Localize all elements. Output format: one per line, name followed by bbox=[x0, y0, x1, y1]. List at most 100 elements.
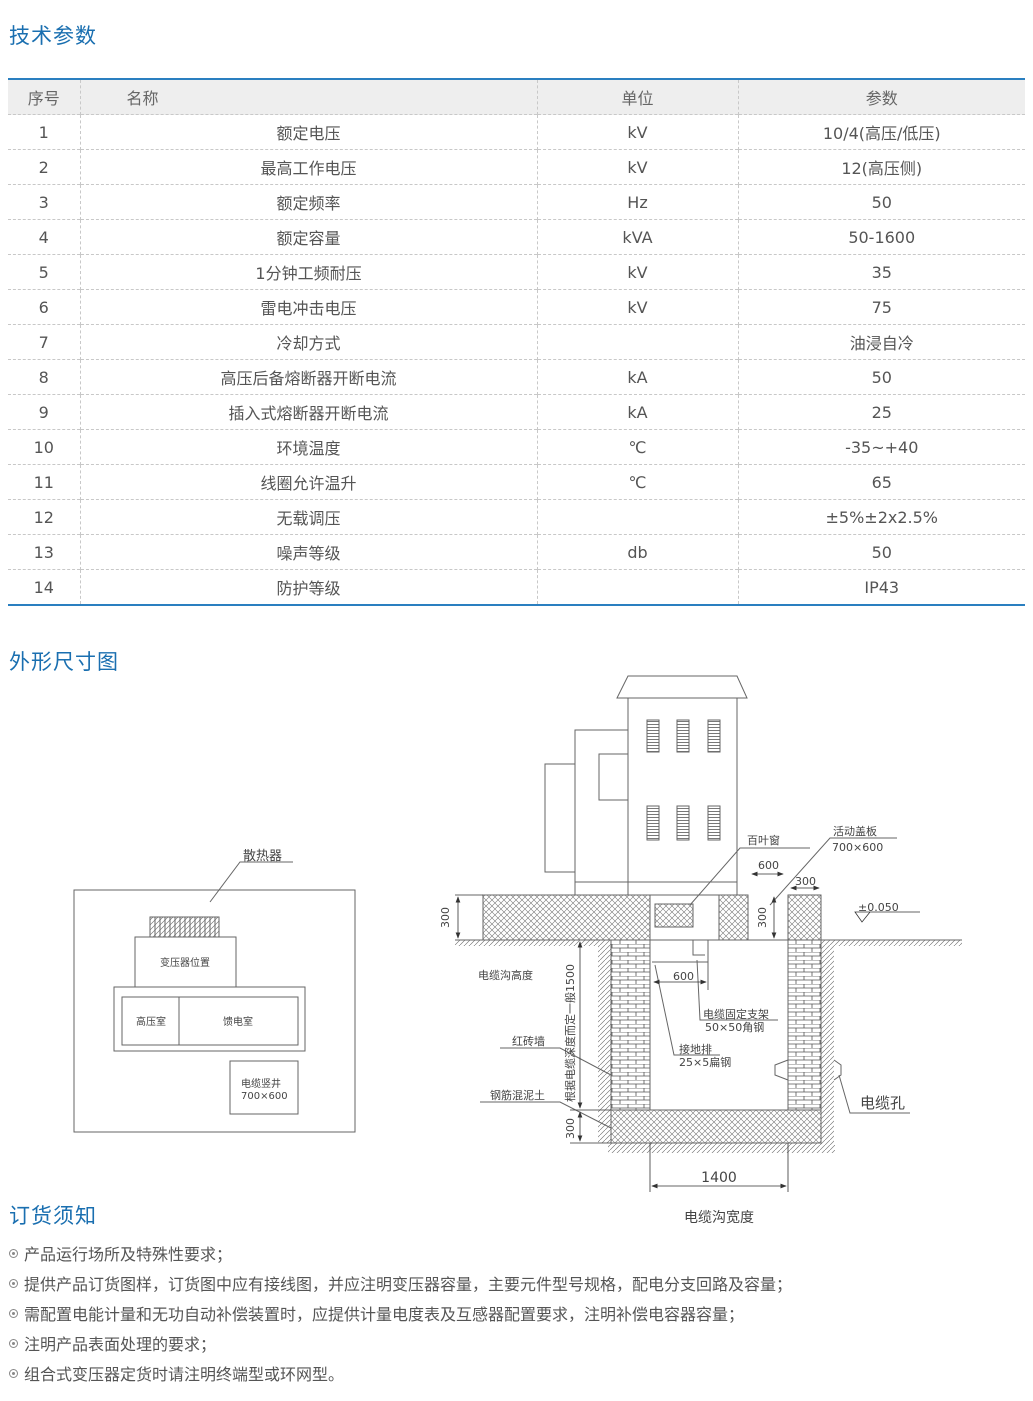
row-unit bbox=[536, 324, 738, 360]
label-bracket-spec: 50×50角钢 bbox=[705, 1021, 764, 1034]
label-trench-width: 电缆沟宽度 bbox=[684, 1209, 754, 1226]
row-name: 噪声等级 bbox=[79, 534, 537, 570]
label-hv-room: 高压室 bbox=[136, 1015, 166, 1028]
row-name: 额定电压 bbox=[79, 114, 537, 150]
label-trench-height: 电缆沟高度 bbox=[478, 968, 533, 982]
label-ground-bar-spec: 25×5扁钢 bbox=[679, 1056, 731, 1069]
row-unit: kVA bbox=[536, 219, 738, 255]
label-cable-well-size: 700×600 bbox=[241, 1091, 288, 1102]
order-note-text: 注明产品表面处理的要求； bbox=[24, 1335, 217, 1354]
dimension-drawing: 散热器 变压器位置 高压室 馈电室 电缆竖井 700×600 百叶窗 活动盖板 … bbox=[73, 675, 962, 1226]
row-name: 额定频率 bbox=[79, 184, 537, 220]
label-radiator: 散热器 bbox=[243, 849, 282, 864]
order-note: 提供产品订货图样，订货图中应有接线图，并应注明变压器容量，主要元件型号规格，配电… bbox=[9, 1270, 792, 1300]
row-index: 11 bbox=[8, 464, 80, 500]
plan-view bbox=[73, 861, 356, 1133]
section-title-dims: 外形尺寸图 bbox=[9, 650, 119, 674]
row-index: 9 bbox=[8, 394, 80, 430]
bullet-icon bbox=[9, 1309, 18, 1318]
row-index: 5 bbox=[8, 254, 80, 290]
row-index: 4 bbox=[8, 219, 80, 255]
order-note: 需配置电能计量和无功自动补偿装置时，应提供计量电度表及互感器配置要求，注明补偿电… bbox=[9, 1300, 792, 1330]
row-value: -35~+40 bbox=[737, 429, 1025, 465]
row-name: 高压后备熔断器开断电流 bbox=[79, 359, 537, 395]
label-level: ±0.050 bbox=[858, 901, 899, 914]
row-unit: kV bbox=[536, 289, 738, 325]
section-title-order: 订货须知 bbox=[9, 1204, 97, 1228]
row-unit: kA bbox=[536, 359, 738, 395]
order-note: 产品运行场所及特殊性要求； bbox=[9, 1240, 792, 1270]
dim-600-top: 600 bbox=[758, 859, 779, 872]
row-index: 14 bbox=[8, 569, 80, 605]
row-name: 冷却方式 bbox=[79, 324, 537, 360]
row-name: 额定容量 bbox=[79, 219, 537, 255]
row-unit: ℃ bbox=[536, 464, 738, 500]
row-value: ±5%±2x2.5% bbox=[737, 499, 1025, 535]
dim-300-bottom: 300 bbox=[564, 1118, 577, 1139]
row-value: 50 bbox=[737, 534, 1025, 570]
row-unit: ℃ bbox=[536, 429, 738, 465]
row-index: 3 bbox=[8, 184, 80, 220]
order-note-text: 组合式变压器定货时请注明终端型或环网型。 bbox=[24, 1365, 345, 1384]
row-unit: db bbox=[536, 534, 738, 570]
row-value: 25 bbox=[737, 394, 1025, 430]
row-value: 50-1600 bbox=[737, 219, 1025, 255]
row-unit: Hz bbox=[536, 184, 738, 220]
cabinet bbox=[544, 675, 748, 896]
row-index: 2 bbox=[8, 149, 80, 185]
row-unit: kA bbox=[536, 394, 738, 430]
label-brick: 红砖墙 bbox=[512, 1034, 545, 1048]
row-index: 13 bbox=[8, 534, 80, 570]
row-name: 防护等级 bbox=[79, 569, 537, 605]
row-value: 65 bbox=[737, 464, 1025, 500]
row-value: 10/4(高压/低压) bbox=[737, 114, 1025, 150]
bullet-icon bbox=[9, 1369, 18, 1378]
header-index: 序号 bbox=[8, 79, 80, 115]
label-bracket: 电缆固定支架 bbox=[703, 1007, 769, 1021]
header-value: 参数 bbox=[737, 79, 1025, 115]
label-louver: 百叶窗 bbox=[747, 833, 780, 847]
row-name: 环境温度 bbox=[79, 429, 537, 465]
header-unit: 单位 bbox=[536, 79, 738, 115]
order-note-text: 产品运行场所及特殊性要求； bbox=[24, 1245, 233, 1264]
label-cover-size: 700×600 bbox=[832, 841, 883, 854]
bullet-icon bbox=[9, 1279, 18, 1288]
row-value: IP43 bbox=[737, 569, 1025, 605]
row-index: 7 bbox=[8, 324, 80, 360]
row-value: 50 bbox=[737, 184, 1025, 220]
table-header: 序号 名称 单位 参数 bbox=[8, 79, 1025, 115]
label-transformer: 变压器位置 bbox=[160, 956, 210, 969]
order-note-text: 提供产品订货图样，订货图中应有接线图，并应注明变压器容量，主要元件型号规格，配电… bbox=[24, 1275, 793, 1294]
order-note-text: 需配置电能计量和无功自动补偿装置时，应提供计量电度表及互感器配置要求，注明补偿电… bbox=[24, 1305, 745, 1324]
label-cable-hole: 电缆孔 bbox=[860, 1094, 905, 1112]
row-unit bbox=[536, 499, 738, 535]
dim-300-left: 300 bbox=[439, 907, 452, 928]
order-note: 注明产品表面处理的要求； bbox=[9, 1330, 792, 1360]
row-unit: kV bbox=[536, 114, 738, 150]
label-cable-well: 电缆竖井 bbox=[241, 1077, 281, 1090]
row-name: 最高工作电压 bbox=[79, 149, 537, 185]
label-ground-bar: 接地排 bbox=[679, 1042, 712, 1056]
row-name: 插入式熔断器开断电流 bbox=[79, 394, 537, 430]
row-value: 35 bbox=[737, 254, 1025, 290]
bullet-icon bbox=[9, 1339, 18, 1348]
row-name: 线圈允许温升 bbox=[79, 464, 537, 500]
label-concrete: 钢筋混泥土 bbox=[490, 1088, 545, 1102]
section-title-tech: 技术参数 bbox=[9, 24, 97, 48]
row-value: 50 bbox=[737, 359, 1025, 395]
row-index: 10 bbox=[8, 429, 80, 465]
row-value: 油浸自冷 bbox=[737, 324, 1025, 360]
